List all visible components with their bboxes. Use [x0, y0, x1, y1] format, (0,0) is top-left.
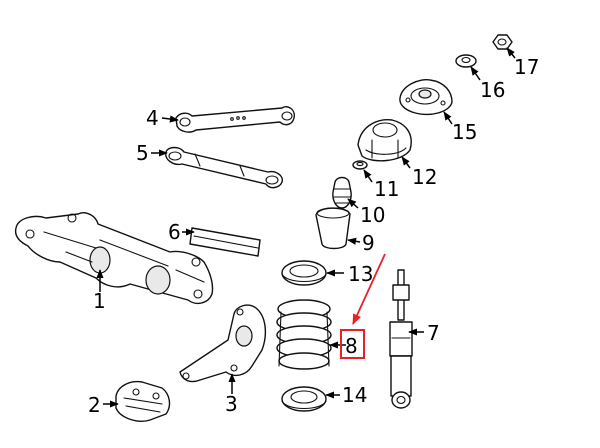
callout-9[interactable]: 9 [362, 231, 375, 255]
part-9-dust-boot[interactable] [315, 207, 351, 250]
part-13-spring-isolator[interactable] [281, 260, 327, 286]
callout-12[interactable]: 12 [412, 165, 437, 189]
part-8-coil-spring[interactable] [276, 299, 332, 370]
leader-12 [401, 156, 411, 169]
callout-16[interactable]: 16 [480, 78, 505, 102]
part-7-shock-absorber[interactable] [389, 269, 413, 409]
leader-11 [363, 169, 373, 183]
leader-10 [347, 198, 359, 209]
callout-13[interactable]: 13 [348, 262, 373, 286]
leader-16 [470, 66, 481, 81]
part-15-strut-mount[interactable] [399, 78, 453, 116]
part-4-upper-control-arm[interactable] [175, 106, 296, 133]
callout-3[interactable]: 3 [225, 392, 238, 416]
part-1-subframe[interactable] [14, 212, 214, 305]
callout-numbers: 1 2 3 4 5 6 7 8 9 10 11 12 13 14 15 16 1… [88, 55, 539, 417]
part-11-bushing[interactable] [352, 160, 368, 170]
highlight-arrow [352, 253, 386, 325]
callout-11[interactable]: 11 [374, 177, 399, 201]
callout-4[interactable]: 4 [146, 106, 159, 130]
callout-15[interactable]: 15 [452, 120, 477, 144]
callout-6[interactable]: 6 [168, 220, 181, 244]
callout-17[interactable]: 17 [514, 55, 539, 79]
callout-2[interactable]: 2 [88, 393, 101, 417]
leader-lines [96, 47, 516, 408]
part-16-washer[interactable] [455, 54, 477, 68]
highlight-part-8 [340, 253, 386, 359]
callout-10[interactable]: 10 [360, 203, 385, 227]
leader-17 [506, 47, 516, 59]
part-6-bracket[interactable] [189, 227, 261, 257]
leader-15 [443, 111, 453, 125]
part-17-nut[interactable] [492, 34, 513, 50]
part-2-bracket-mount[interactable] [115, 380, 171, 422]
leader-4 [161, 115, 179, 123]
highlight-box [340, 329, 365, 359]
callout-14[interactable]: 14 [342, 383, 367, 407]
callout-8[interactable]: 8 [345, 334, 358, 358]
callout-7[interactable]: 7 [427, 321, 440, 345]
part-12-upper-spring-seat[interactable] [357, 119, 412, 162]
part-3-knuckle[interactable] [179, 304, 267, 383]
leader-9 [347, 237, 361, 245]
callout-5[interactable]: 5 [136, 141, 149, 165]
part-5-lower-link[interactable] [165, 146, 283, 189]
part-10-bump-stop[interactable] [332, 176, 352, 209]
callout-1[interactable]: 1 [93, 289, 106, 313]
part-14-lower-isolator[interactable] [281, 386, 327, 412]
